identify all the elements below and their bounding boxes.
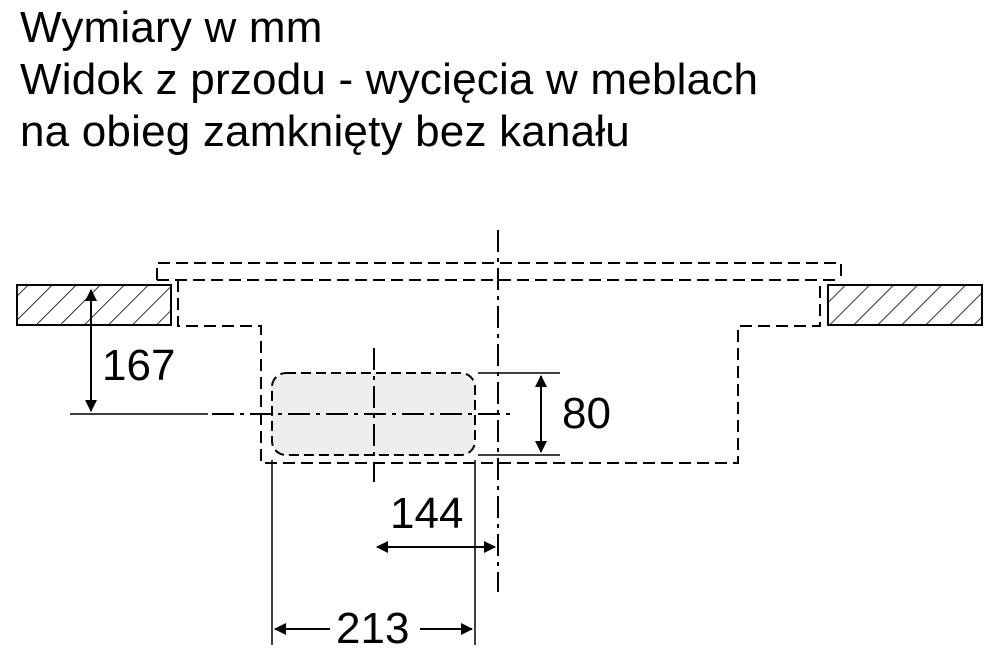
dimension-80-label: 80 xyxy=(562,389,611,438)
worktop-right xyxy=(827,284,983,326)
title-line-1: Wymiary w mm xyxy=(20,3,323,52)
worktop-left xyxy=(16,284,172,326)
dimension-144-label: 144 xyxy=(390,489,463,538)
diagram-title: Wymiary w mm Widok z przodu - wycięcia w… xyxy=(20,2,758,158)
cutout-outline xyxy=(177,280,821,464)
dimension-213-label: 213 xyxy=(336,604,409,653)
dimension-167-label: 167 xyxy=(102,341,175,390)
title-line-2: Widok z przodu - wycięcia w meblach xyxy=(20,55,759,104)
title-line-3: na obieg zamknięty bez kanału xyxy=(20,107,630,156)
